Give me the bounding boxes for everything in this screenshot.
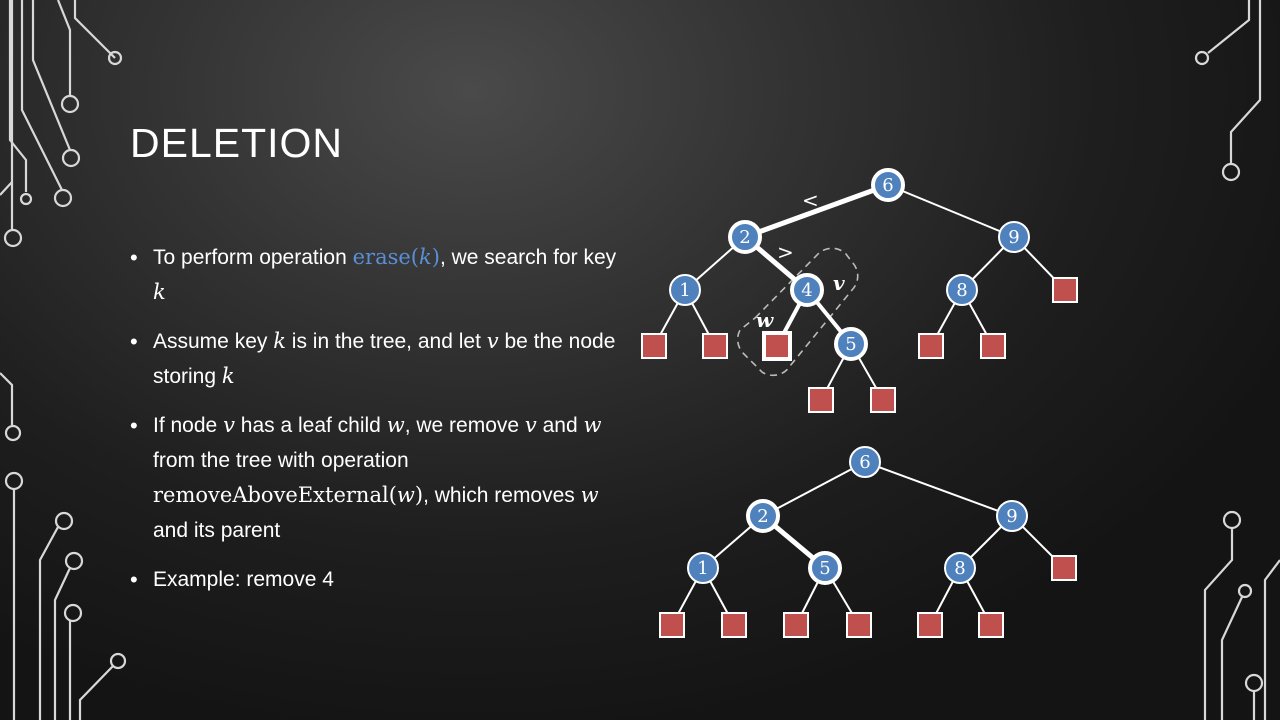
leaf-node — [1051, 555, 1077, 581]
node-label: 6 — [859, 452, 870, 473]
math-var: v — [223, 413, 235, 437]
tree-after: 6 2 9 1 5 8 — [659, 446, 1077, 638]
node-label: 8 — [956, 280, 967, 301]
leaf-node — [721, 612, 747, 638]
tree-node — [687, 552, 719, 584]
node-label: 9 — [1008, 227, 1019, 248]
leaf-node — [917, 612, 943, 638]
edge — [864, 461, 1013, 517]
tree-node — [946, 274, 978, 306]
tree-node — [996, 500, 1028, 532]
tree-node — [728, 220, 762, 254]
bullet-text: Example: remove 4 — [153, 568, 334, 591]
bullet-text: , we remove — [404, 414, 525, 437]
bullet-item: Example: remove 4 — [130, 562, 630, 597]
tree-before: 6 2 9 1 4 8 5 < > v w — [641, 168, 1078, 413]
leaf-node — [808, 387, 834, 413]
math-var: k — [419, 245, 432, 269]
math-var: w — [580, 483, 599, 507]
bullet-text: be the node storing — [153, 330, 616, 388]
removal-highlight — [736, 247, 859, 377]
leaf-node — [659, 612, 685, 638]
node-label: 2 — [739, 227, 750, 248]
bullet-item: Assume key k is in the tree, and let v b… — [130, 324, 630, 394]
tree-node — [669, 274, 701, 306]
node-label: 9 — [1006, 506, 1017, 527]
math-var: k — [153, 280, 166, 304]
node-label: 1 — [679, 280, 690, 301]
edge — [762, 461, 866, 517]
leaf-node — [783, 612, 809, 638]
less-than-annotation: < — [802, 188, 819, 212]
math-function: erase( — [352, 245, 419, 269]
bullet-text: To perform operation — [153, 246, 353, 269]
math-var: w — [386, 413, 405, 437]
bullet-text: and its parent — [153, 519, 281, 542]
math-paren: ) — [414, 483, 424, 507]
math-function: removeAboveExternal( — [153, 483, 397, 507]
bullet-text: from the tree with operation — [153, 449, 409, 472]
leaf-node — [980, 333, 1006, 359]
leaf-node — [870, 387, 896, 413]
edge-search-path — [744, 182, 889, 240]
w-annotation: w — [756, 308, 774, 332]
edge — [887, 184, 1015, 238]
leaf-node — [918, 333, 944, 359]
leaf-node — [846, 612, 872, 638]
tree-node — [871, 168, 905, 202]
bullet-text: Assume key — [153, 330, 274, 353]
bullet-list: To perform operation erase(k), we search… — [130, 240, 630, 611]
node-label: 5 — [819, 558, 830, 579]
tree-node — [998, 221, 1030, 253]
leaf-node-w — [762, 331, 792, 361]
node-label: 2 — [757, 506, 768, 527]
node-label: 5 — [845, 334, 856, 355]
slide-title: DELETION — [130, 120, 344, 166]
bullet-text: , which removes — [423, 484, 581, 507]
math-var: w — [396, 483, 415, 507]
tree-node — [808, 551, 842, 585]
leaf-node — [1052, 277, 1078, 303]
tree-node — [849, 446, 881, 478]
bullet-item: To perform operation erase(k), we search… — [130, 240, 630, 310]
bullet-text: and — [536, 414, 584, 437]
tree-node — [944, 552, 976, 584]
bullet-text: has a leaf child — [234, 414, 387, 437]
bullet-text: , we search for key — [439, 246, 617, 269]
math-var: k — [273, 329, 286, 353]
node-label: 8 — [954, 558, 965, 579]
leaf-node — [641, 333, 667, 359]
bullet-item: If node v has a leaf child w, we remove … — [130, 408, 630, 548]
greater-than-annotation: > — [777, 240, 794, 264]
tree-node — [834, 327, 868, 361]
math-var: v — [486, 329, 499, 353]
bullet-text: If node — [153, 414, 224, 437]
math-var: w — [583, 413, 602, 437]
tree-node-v — [790, 273, 824, 307]
bullet-text: is in the tree, and let — [285, 330, 487, 353]
tree-node — [746, 499, 780, 533]
math-var: k — [221, 364, 235, 388]
leaf-node — [978, 612, 1004, 638]
math-var: v — [524, 413, 537, 437]
math-paren: ) — [431, 245, 440, 269]
node-label: 6 — [882, 175, 893, 196]
node-label: 1 — [697, 558, 708, 579]
node-label: 4 — [801, 280, 812, 301]
v-annotation: v — [833, 271, 845, 295]
leaf-node — [702, 333, 728, 359]
